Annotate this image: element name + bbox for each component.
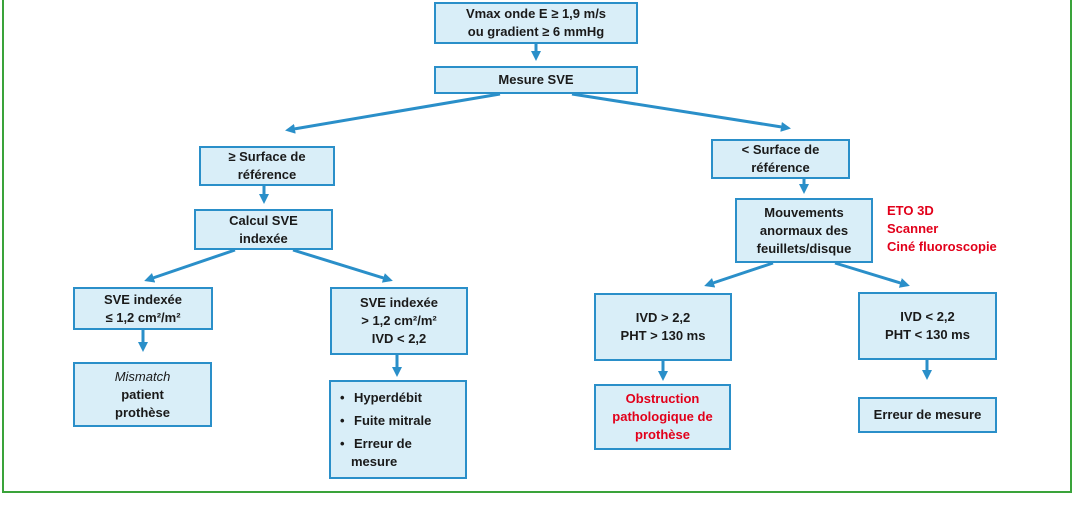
node-line: > 1,2 cm²/m² — [361, 313, 437, 328]
node-line: patient — [121, 386, 164, 402]
note-line: Ciné fluoroscopie — [887, 239, 997, 254]
node-line: SVE indexée — [103, 291, 183, 307]
node-line: référence — [237, 167, 297, 182]
node-line: IVD < 2,2 — [371, 331, 427, 346]
imaging-options-note: ETO 3D Scanner Ciné fluoroscopie — [887, 202, 997, 256]
node-line: pathologique de — [612, 409, 713, 424]
node-line: ≥ Surface de — [228, 149, 306, 164]
node-ge-surface: ≥ Surface de référence — [199, 146, 335, 186]
node-line: Vmax onde E ≥ 1,9 m/s — [465, 6, 607, 21]
arrow-calcul-to-sve-gt — [292, 248, 393, 283]
arrow-mesure-to-lt — [571, 92, 791, 132]
node-ivd-gt: IVD > 2,2 PHT > 130 ms — [594, 293, 732, 361]
node-line: feuillets/disque — [756, 240, 852, 256]
note-line: Scanner — [887, 221, 939, 236]
node-vmax-criteria: Vmax onde E ≥ 1,9 m/s ou gradient ≥ 6 mm… — [434, 2, 638, 44]
list-item: Erreur de — [340, 435, 412, 453]
node-sve-indexee-le: SVE indexée ≤ 1,2 cm²/m² — [73, 287, 213, 330]
node-line: prothèse — [635, 427, 690, 442]
node-line: Obstruction — [625, 391, 700, 406]
node-line: indexée — [239, 230, 288, 246]
node-calcul-sve: Calcul SVE indexée — [194, 209, 333, 250]
note-line: ETO 3D — [887, 203, 934, 218]
node-obstruction: Obstruction pathologique de prothèse — [594, 384, 731, 450]
node-line: anormaux des — [759, 222, 849, 238]
node-line: PHT > 130 ms — [620, 328, 706, 343]
node-line: prothèse — [115, 404, 170, 420]
node-line: IVD > 2,2 — [635, 310, 691, 325]
arrow-calcul-to-sve-le — [144, 248, 236, 283]
list-item-continuation: mesure — [351, 453, 398, 469]
node-line: Mouvements — [764, 204, 844, 220]
node-mouvements-anormaux: Mouvements anormaux des feuillets/disque — [735, 198, 873, 263]
node-mesure-sve: Mesure SVE — [434, 66, 638, 94]
node-line: référence — [751, 160, 810, 175]
diagram-frame — [2, 0, 1072, 493]
node-line: ou gradient ≥ 6 mmHg — [467, 24, 605, 39]
node-label: Mesure SVE — [498, 72, 574, 87]
node-sve-indexee-gt: SVE indexée > 1,2 cm²/m² IVD < 2,2 — [330, 287, 468, 355]
node-lt-surface: < Surface de référence — [711, 139, 850, 179]
arrow-mouvements-to-ivd-gt — [704, 261, 774, 288]
node-ivd-lt: IVD < 2,2 PHT < 130 ms — [858, 292, 997, 360]
node-line: ≤ 1,2 cm²/m² — [105, 309, 181, 325]
node-line: < Surface de — [741, 142, 820, 157]
node-label: Erreur de mesure — [873, 407, 982, 422]
list-item: Hyperdébit — [340, 389, 422, 407]
node-line: Mismatch — [114, 368, 171, 384]
node-line: IVD < 2,2 — [900, 309, 955, 324]
node-line: PHT < 130 ms — [885, 327, 970, 342]
node-mismatch: Mismatch patient prothèse — [73, 362, 212, 427]
list-item: Fuite mitrale — [340, 412, 431, 430]
node-causes-list: Hyperdébit Fuite mitrale Erreur de mesur… — [329, 380, 467, 479]
node-line: SVE indexée — [359, 295, 439, 310]
arrow-mouvements-to-ivd-lt — [834, 261, 910, 288]
arrow-mesure-to-ge — [285, 92, 501, 134]
node-line: Calcul SVE — [229, 212, 298, 228]
node-erreur-mesure: Erreur de mesure — [858, 397, 997, 433]
